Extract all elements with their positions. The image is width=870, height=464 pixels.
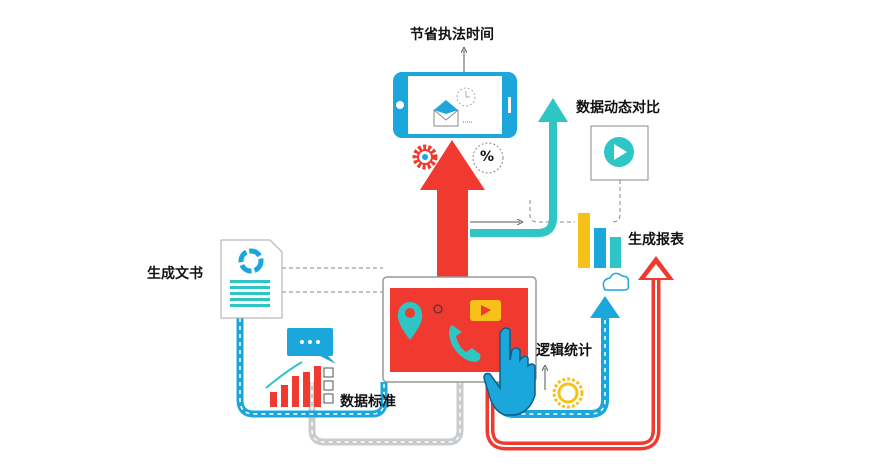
sun-icon bbox=[552, 377, 584, 409]
phone-device bbox=[393, 72, 517, 138]
label-data-standard: 数据标准 bbox=[340, 394, 396, 410]
big-red-arrow bbox=[420, 140, 485, 280]
label-dynamic-compare: 数据动态对比 bbox=[576, 100, 660, 116]
percent-symbol: % bbox=[480, 149, 495, 165]
growth-chart-icon bbox=[265, 361, 321, 407]
clock-icon bbox=[456, 87, 476, 107]
dashed-connectors bbox=[282, 180, 621, 293]
cloud-icon bbox=[602, 272, 630, 291]
chat-bubble-icon bbox=[287, 328, 336, 364]
gear-icon bbox=[412, 144, 438, 170]
checklist-icon bbox=[323, 367, 334, 404]
video-player-icon bbox=[590, 125, 649, 181]
bar-chart-icon bbox=[578, 213, 621, 268]
video-icon bbox=[470, 300, 501, 321]
label-save-time: 节省执法时间 bbox=[410, 27, 494, 43]
label-logic-stats: 逻辑统计 bbox=[536, 343, 592, 359]
cyan-flow-arrow bbox=[470, 118, 557, 237]
phone-call-icon bbox=[449, 325, 481, 362]
document-icon bbox=[220, 239, 283, 319]
label-generate-document: 生成文书 bbox=[147, 266, 203, 282]
envelope-icon bbox=[433, 100, 459, 127]
label-generate-report: 生成报表 bbox=[628, 232, 684, 248]
percent-icon bbox=[472, 142, 504, 174]
hand-pointer-icon bbox=[483, 327, 536, 416]
location-pin-icon bbox=[397, 302, 423, 340]
